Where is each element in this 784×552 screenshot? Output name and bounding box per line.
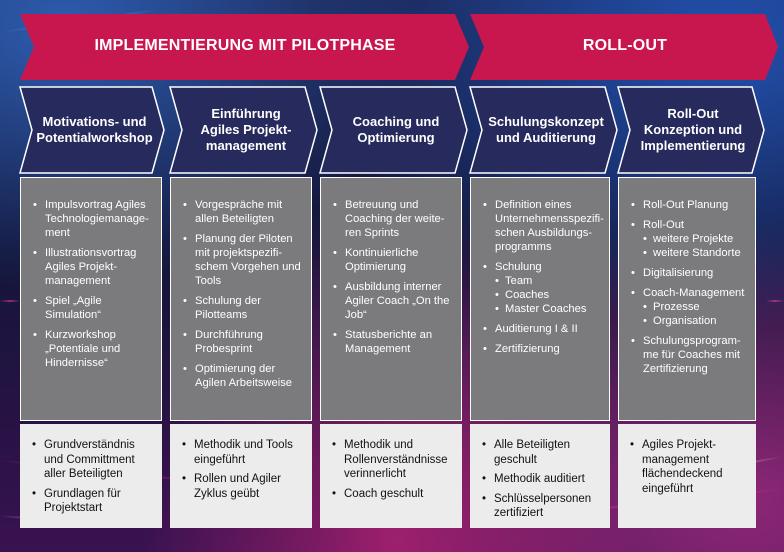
activity-item: Roll-Out •weitere Projekte •weitere Stan…: [631, 218, 747, 260]
activity-item: Auditierung I & II: [483, 322, 601, 336]
results-box-4: Alle Beteiligten geschult Methodik audit…: [470, 424, 610, 528]
activity-item: Roll-Out Planung: [631, 198, 747, 212]
column-title-3: Coaching und Optimierung: [352, 114, 440, 145]
results-box-3: Methodik und Rollenverständnisse verinne…: [320, 424, 462, 528]
column-title-1: Motivations- und Potentialworkshop: [36, 114, 153, 145]
activities-list-4: Definition eines Unternehmensspezifi-sch…: [483, 198, 604, 356]
results-box-1: Grundverständnis und Committment aller B…: [20, 424, 162, 528]
phase-arrow-rollout: [470, 14, 778, 80]
activity-item: Schulungsprogram-me für Coaches mit Zert…: [631, 334, 747, 376]
activity-item: Illustrationsvortrag Agiles Projekt-mana…: [33, 246, 153, 288]
activity-subitem-label: Prozesse: [653, 301, 700, 313]
light-streak: [766, 300, 784, 302]
phase-title-rollout: ROLL-OUT: [582, 37, 668, 54]
activity-item: Betreuung und Coaching der weite-ren Spr…: [333, 198, 453, 240]
activity-item: Digitalisierung: [631, 266, 747, 280]
activity-item: Definition eines Unternehmensspezifi-sch…: [483, 198, 604, 254]
activity-item: Statusberichte an Management: [333, 328, 453, 356]
result-item: Grundlagen für Projektstart: [32, 487, 154, 516]
activity-item-label: Schulung: [495, 261, 542, 273]
result-item: Coach geschult: [332, 487, 454, 502]
phase-arrow-pilot: [20, 14, 469, 80]
phase-title-pilot: IMPLEMENTIERUNG MIT PILOTPHASE: [94, 37, 396, 54]
activity-item: Ausbildung interner Agiler Coach „On the…: [333, 280, 453, 322]
activities-box-4: Definition eines Unternehmensspezifi-sch…: [470, 177, 610, 421]
column-title-4: Schulungskonzept und Auditierung: [488, 114, 604, 145]
activity-sublist: •Team •Coaches •Master Coaches: [495, 274, 601, 316]
activity-subitem: •Master Coaches: [495, 303, 587, 315]
results-list-1: Grundverständnis und Committment aller B…: [32, 438, 154, 516]
activities-box-3: Betreuung und Coaching der weite-ren Spr…: [320, 177, 462, 421]
activity-item: Schulung der Pilotteams: [183, 294, 303, 322]
activity-item: Zertifizierung: [483, 342, 601, 356]
results-box-2: Methodik und Tools eingeführt Rollen und…: [170, 424, 312, 528]
activity-subitem: •weitere Projekte: [643, 233, 734, 245]
column-head-shape-4: [469, 86, 618, 174]
result-item: Methodik auditiert: [482, 472, 602, 487]
results-list-4: Alle Beteiligten geschult Methodik audit…: [482, 438, 602, 521]
activity-item: Coach-Management •Prozesse •Organisation: [631, 286, 747, 328]
activity-item: Planung der Piloten mit projektspezifi-s…: [183, 232, 303, 288]
result-item: Alle Beteiligten geschult: [482, 438, 602, 467]
results-list-2: Methodik und Tools eingeführt Rollen und…: [182, 438, 304, 501]
column-head-shape-5: [617, 86, 765, 174]
result-item: Methodik und Tools eingeführt: [182, 438, 304, 467]
activity-subitem: •weitere Standorte: [643, 247, 741, 259]
result-item: Schlüsselpersonen zertifiziert: [482, 492, 602, 521]
activity-subitem-label: Team: [505, 275, 533, 287]
result-item: Agiles Projekt-management flächendeckend…: [630, 438, 748, 496]
activity-item-label: Coach-Management: [643, 287, 745, 299]
activities-list-3: Betreuung und Coaching der weite-ren Spr…: [333, 198, 453, 356]
activity-subitem-label: Coaches: [505, 289, 550, 301]
activity-sublist: •weitere Projekte •weitere Standorte: [643, 232, 747, 260]
result-item: Methodik und Rollenverständnisse verinne…: [332, 438, 454, 482]
activity-item: Schulung •Team •Coaches •Master Coaches: [483, 260, 601, 316]
column-head-shape-3: [319, 86, 468, 174]
activity-subitem: •Prozesse: [643, 301, 700, 313]
column-title-5: Roll-Out Konzeption und Implementierung: [640, 106, 746, 153]
activity-item: Kontinuierliche Optimierung: [333, 246, 453, 274]
activities-box-5: Roll-Out Planung Roll-Out •weitere Proje…: [618, 177, 756, 421]
light-streak: [0, 300, 20, 302]
results-list-3: Methodik und Rollenverständnisse verinne…: [332, 438, 454, 501]
activity-subitem: •Organisation: [643, 315, 717, 327]
activity-item-label: Roll-Out: [643, 219, 685, 231]
activity-sublist: •Prozesse •Organisation: [643, 300, 747, 328]
activity-item: Vorgespräche mit allen Beteiligten: [183, 198, 303, 226]
activity-item: Kurzworkshop „Potentiale und Hindernisse…: [33, 328, 153, 370]
activity-item: Impulsvortrag Agiles Technologiemanage-m…: [33, 198, 153, 240]
activity-item: Spiel „Agile Simulation“: [33, 294, 153, 322]
activities-list-1: Impulsvortrag Agiles Technologiemanage-m…: [33, 198, 153, 370]
activity-subitem-label: weitere Projekte: [653, 233, 734, 245]
column-title-2: Einführung Agiles Projekt- management: [200, 106, 292, 153]
activity-subitem-label: weitere Standorte: [653, 247, 741, 259]
result-item: Grundverständnis und Committment aller B…: [32, 438, 154, 482]
activities-box-1: Impulsvortrag Agiles Technologiemanage-m…: [20, 177, 162, 421]
activity-item: Optimierung der Agilen Arbeitsweise: [183, 362, 303, 390]
activities-box-2: Vorgespräche mit allen Beteiligten Planu…: [170, 177, 312, 421]
activity-item: Durchführung Probesprint: [183, 328, 303, 356]
activities-list-2: Vorgespräche mit allen Beteiligten Planu…: [183, 198, 303, 390]
result-item: Rollen und Agiler Zyklus geübt: [182, 472, 304, 501]
column-head-shape-1: [19, 86, 165, 174]
activities-list-5: Roll-Out Planung Roll-Out •weitere Proje…: [631, 198, 747, 376]
activity-subitem-label: Organisation: [653, 315, 717, 327]
activity-subitem: •Team: [495, 275, 533, 287]
column-head-shape-2: [169, 86, 318, 174]
results-box-5: Agiles Projekt-management flächendeckend…: [618, 424, 756, 528]
activity-subitem: •Coaches: [495, 289, 550, 301]
results-list-5: Agiles Projekt-management flächendeckend…: [630, 438, 748, 496]
activity-subitem-label: Master Coaches: [505, 303, 587, 315]
